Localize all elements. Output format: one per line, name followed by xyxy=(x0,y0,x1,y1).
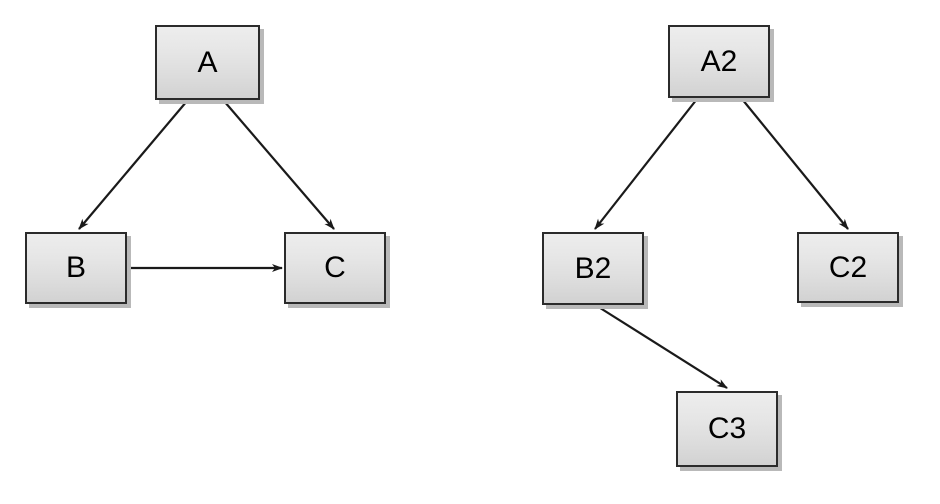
node-label-c: C xyxy=(324,251,346,284)
node-c[interactable]: C xyxy=(284,232,386,304)
node-label-a2: A2 xyxy=(700,44,738,78)
edge-a2-to-c2 xyxy=(741,98,849,230)
edge-a2-to-b2 xyxy=(594,98,698,230)
node-a[interactable]: A xyxy=(155,25,260,100)
edge-a-to-c xyxy=(223,100,335,230)
node-b[interactable]: B xyxy=(25,232,127,304)
node-label-c2: C2 xyxy=(828,250,868,284)
node-b2[interactable]: B2 xyxy=(542,232,644,305)
edge-a-to-b xyxy=(78,100,188,230)
node-label-b: B xyxy=(65,251,86,284)
node-label-b2: B2 xyxy=(574,251,612,285)
edge-b2-to-c3 xyxy=(596,305,728,389)
node-label-a: A xyxy=(197,45,218,79)
node-c2[interactable]: C2 xyxy=(797,232,899,303)
node-label-c3: C3 xyxy=(707,412,747,445)
node-c3[interactable]: C3 xyxy=(676,391,778,467)
node-a2[interactable]: A2 xyxy=(668,25,770,98)
